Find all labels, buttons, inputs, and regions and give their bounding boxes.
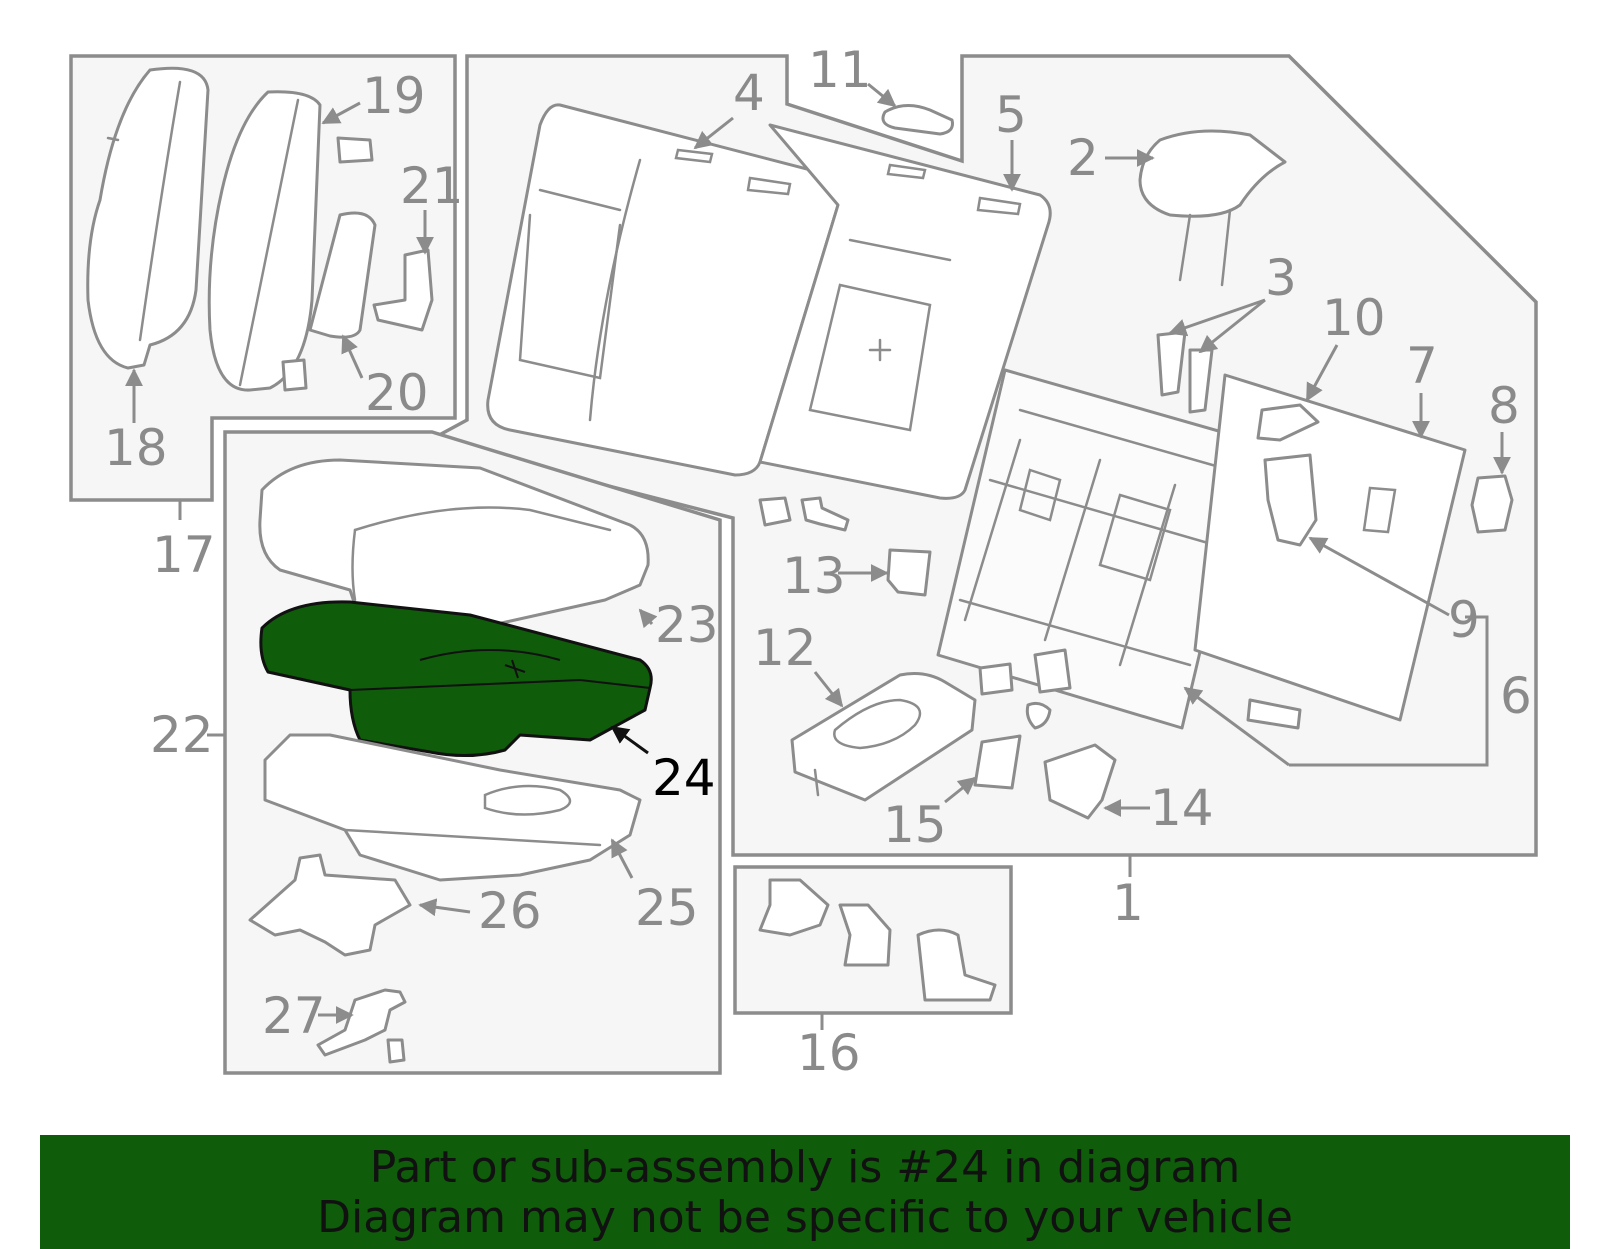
part-3-guides — [1156, 330, 1214, 414]
label-22: 22 — [150, 706, 214, 764]
part-11-cap — [881, 104, 954, 136]
label-26: 26 — [478, 882, 542, 940]
leader-lines — [125, 82, 1511, 1030]
callout-labels: 1 2 3 4 5 6 7 8 9 10 11 12 13 14 15 16 1… — [104, 41, 1532, 1082]
label-3: 3 — [1265, 249, 1297, 307]
label-14: 14 — [1150, 779, 1214, 837]
part-18-side-bolster — [86, 66, 210, 370]
label-15: 15 — [883, 796, 947, 854]
label-25: 25 — [635, 879, 699, 937]
label-21: 21 — [400, 157, 464, 215]
part-23-seat-cover — [258, 458, 650, 633]
label-5: 5 — [995, 86, 1027, 144]
part-15-plate — [973, 734, 1022, 790]
label-23: 23 — [655, 596, 719, 654]
part-4-5-seat-back — [486, 103, 1052, 500]
part-hinge-small — [978, 648, 1072, 730]
part-9-10-latch — [1256, 403, 1320, 547]
part-24-fill — [259, 600, 653, 758]
label-24-highlighted: 24 — [652, 749, 716, 807]
part-25-seat-pan — [263, 733, 642, 882]
label-16: 16 — [797, 1024, 861, 1082]
part-8-clip — [1470, 474, 1514, 534]
part-20-trim-panel — [308, 211, 377, 339]
part-21-bracket — [372, 248, 434, 332]
label-19: 19 — [362, 67, 426, 125]
part-14-bracket — [1043, 743, 1117, 820]
part-13-bracket — [886, 548, 932, 597]
bracket-6 — [1289, 615, 1489, 767]
part-2-headrest — [1138, 129, 1287, 287]
part-12-cupholder — [790, 672, 977, 802]
part-19-side-bolster — [207, 90, 374, 392]
part-16-hinges — [758, 878, 997, 1002]
label-4: 4 — [733, 64, 765, 122]
label-7: 7 — [1406, 337, 1438, 395]
label-8: 8 — [1488, 377, 1520, 435]
label-2: 2 — [1067, 129, 1099, 187]
label-12: 12 — [753, 619, 817, 677]
label-10: 10 — [1322, 289, 1386, 347]
part-6-seat-frame — [936, 368, 1252, 730]
part-24-cushion-pad — [259, 600, 653, 758]
banner-line-1: Part or sub-assembly is #24 in diagram — [369, 1142, 1241, 1193]
hardware-nut-bolt — [758, 496, 850, 532]
part-26-bracket — [248, 853, 412, 957]
banner-line-2: Diagram may not be specific to your vehi… — [317, 1192, 1293, 1243]
label-17: 17 — [152, 526, 216, 584]
part-27-bracket — [316, 988, 407, 1064]
leader-24 — [610, 725, 649, 755]
label-11: 11 — [808, 41, 872, 99]
label-20: 20 — [365, 364, 429, 422]
label-6: 6 — [1500, 667, 1532, 725]
label-27: 27 — [262, 987, 326, 1045]
label-13: 13 — [782, 547, 846, 605]
label-18: 18 — [104, 419, 168, 477]
label-1: 1 — [1112, 874, 1144, 932]
label-9: 9 — [1448, 591, 1480, 649]
info-banner: Part or sub-assembly is #24 in diagram D… — [40, 1135, 1570, 1249]
